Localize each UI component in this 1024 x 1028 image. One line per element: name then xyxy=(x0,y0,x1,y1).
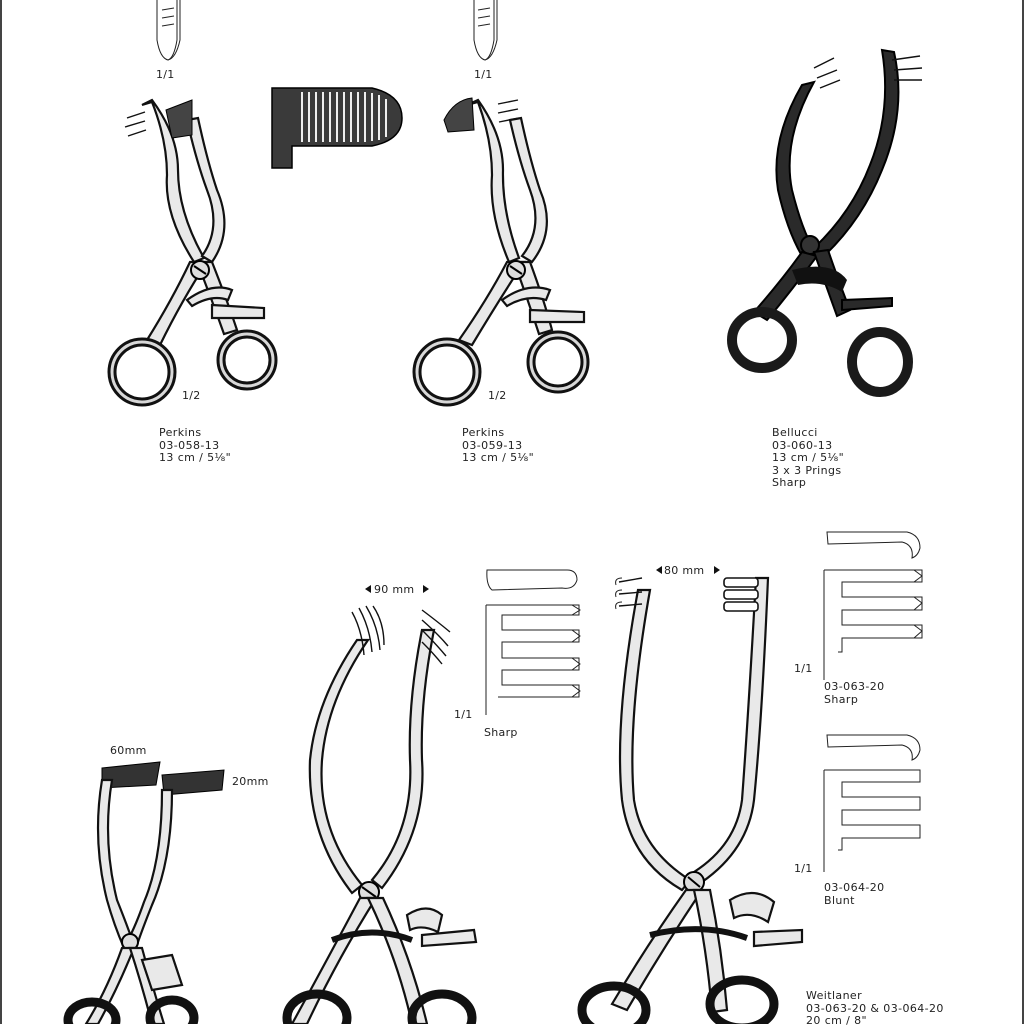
product-caption-bellucci: Bellucci 03-060-13 13 cm / 5⅛" 3 x 3 Pri… xyxy=(772,426,845,490)
weitlaner-retractor xyxy=(577,576,804,1024)
perkins-retractor-b xyxy=(412,97,590,407)
tip-detail-mid xyxy=(473,0,498,61)
sharp-tine-detail-right xyxy=(823,531,923,680)
scale-label: 1/2 xyxy=(488,389,507,402)
detail-code: 03-064-20 xyxy=(824,881,885,894)
dimension-label: 90 mm xyxy=(374,583,415,596)
detail-label-sharp: Sharp xyxy=(484,726,518,739)
scale-label: 1/1 xyxy=(156,68,175,81)
detail-type: Sharp xyxy=(824,692,859,706)
blade-detail xyxy=(271,87,403,169)
detail-caption-sharp: 03-063-20 Sharp xyxy=(824,680,885,706)
product-size: 20 cm / 8" xyxy=(806,1014,868,1027)
dimension-label: 60mm xyxy=(110,744,147,757)
perkins-retractor-a xyxy=(107,98,278,407)
product-size: 13 cm / 5⅛" xyxy=(772,451,845,464)
product-tip-type: Sharp xyxy=(772,476,807,489)
detail-caption-blunt: 03-064-20 Blunt xyxy=(824,881,885,907)
dimension-arrows xyxy=(365,566,720,593)
sharp-tine-detail-left xyxy=(485,569,581,715)
product-code: 03-058-13 xyxy=(159,438,220,452)
scale-label: 1/2 xyxy=(182,389,201,402)
product-name: Perkins xyxy=(462,426,505,439)
product-prongs: 3 x 3 Prings xyxy=(772,463,842,477)
scale-label: 1/1 xyxy=(794,662,813,675)
bellucci-retractor xyxy=(727,48,923,397)
product-size: 13 cm / 5⅛" xyxy=(462,451,535,464)
deep-blade-retractor xyxy=(63,761,225,1024)
blunt-tine-detail-right xyxy=(823,734,921,872)
scale-label: 1/1 xyxy=(474,68,493,81)
product-code: 03-059-13 xyxy=(462,438,523,452)
product-name: Bellucci xyxy=(772,426,818,439)
tip-detail-left xyxy=(156,0,181,61)
dimension-label: 20mm xyxy=(232,775,269,788)
product-caption-perkins-b: Perkins 03-059-13 13 cm / 5⅛" xyxy=(462,426,535,465)
dimension-label: 80 mm xyxy=(664,564,705,577)
product-caption-perkins-a: Perkins 03-058-13 13 cm / 5⅛" xyxy=(159,426,232,465)
product-codes: 03-063-20 & 03-064-20 xyxy=(806,1001,944,1015)
product-size: 13 cm / 5⅛" xyxy=(159,451,232,464)
scale-label: 1/1 xyxy=(454,708,473,721)
product-caption-weitlaner: Weitlaner 03-063-20 & 03-064-20 20 cm / … xyxy=(806,989,944,1028)
four-prong-retractor xyxy=(282,605,478,1024)
product-code: 03-060-13 xyxy=(772,438,833,452)
scale-label: 1/1 xyxy=(794,862,813,875)
product-name: Perkins xyxy=(159,426,202,439)
detail-code: 03-063-20 xyxy=(824,680,885,693)
product-name: Weitlaner xyxy=(806,989,863,1002)
detail-type: Blunt xyxy=(824,893,855,907)
